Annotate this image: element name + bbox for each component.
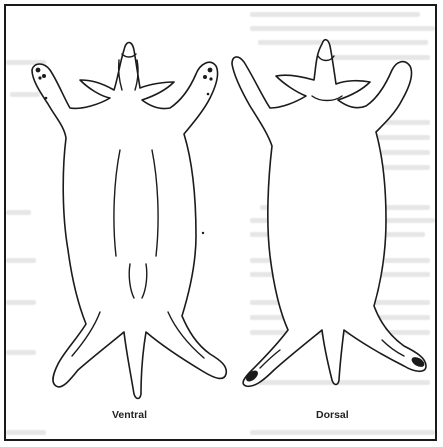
ventral-label: Ventral (112, 409, 147, 421)
dorsal-label: Dorsal (316, 409, 349, 421)
ventral-pelt (32, 43, 226, 399)
center-dot (202, 232, 204, 234)
dorsal-pelt (232, 40, 426, 387)
